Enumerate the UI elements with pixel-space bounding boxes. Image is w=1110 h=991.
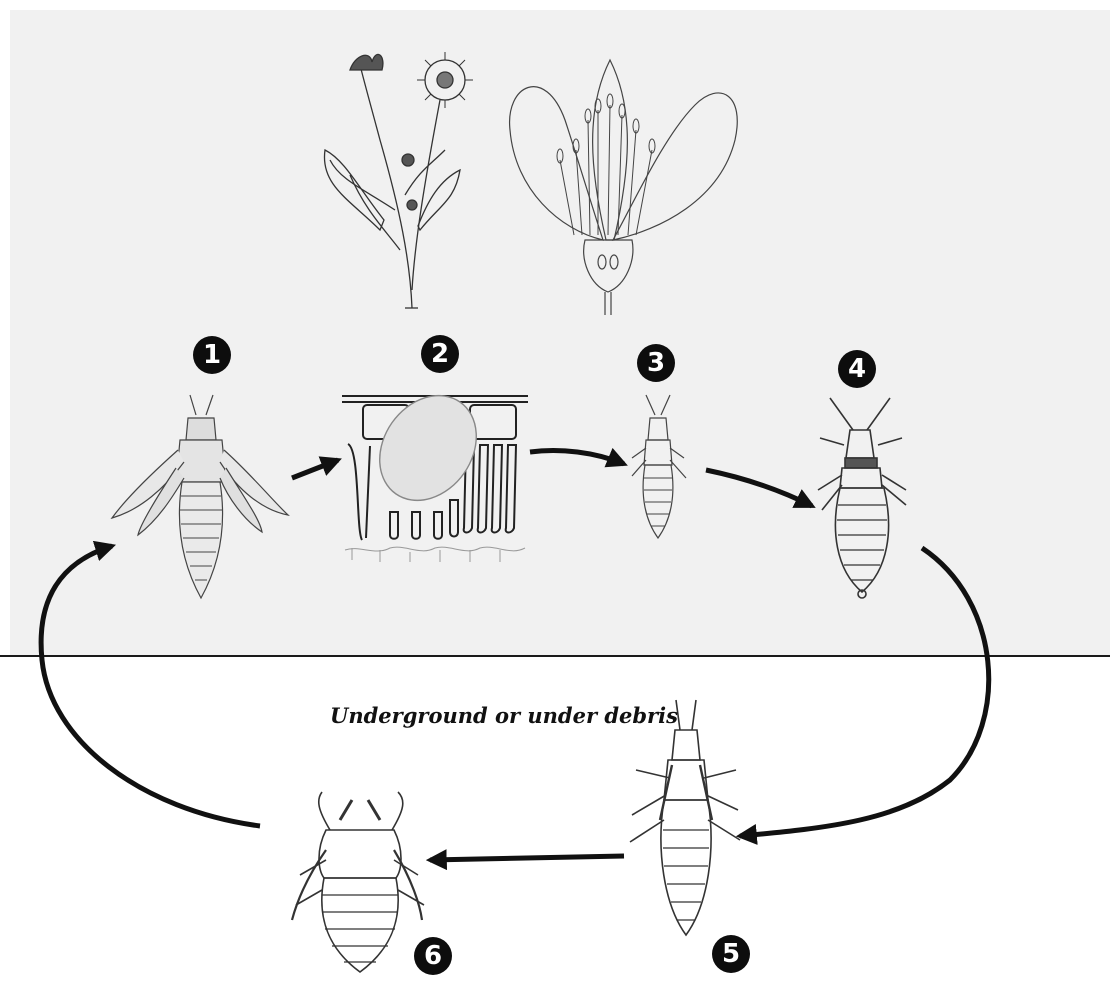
stage-5-prepupa-illustration [630,700,740,935]
stage-1-number-badge: 1 [193,336,231,374]
underground-zone-label: Underground or under debris [330,703,730,728]
stage-5-number-badge: 5 [712,935,750,973]
arrow-stage-5-to-6 [430,856,624,860]
stage-4-second-instar-larva-illustration [818,398,906,598]
arrow-stage-1-to-2 [292,460,338,478]
stage-1-adult-thrips-illustration [112,395,288,598]
stage-2-number-badge: 2 [421,335,459,373]
arrow-stage-3-to-4 [706,470,812,506]
stage-4-number-badge: 4 [838,350,876,388]
flower-cross-section-illustration [510,60,738,315]
host-plant-daisy-illustration [324,52,473,308]
arrow-stage-2-to-3 [530,451,624,465]
stage-6-number-badge: 6 [414,937,452,975]
stage-3-number-badge: 3 [637,344,675,382]
stage-6-pupa-illustration [292,792,424,972]
stage-2-egg-in-leaf-tissue-illustration [342,377,528,562]
stage-3-first-instar-larva-illustration [632,395,686,538]
arrow-stage-6-to-1 [41,546,260,826]
